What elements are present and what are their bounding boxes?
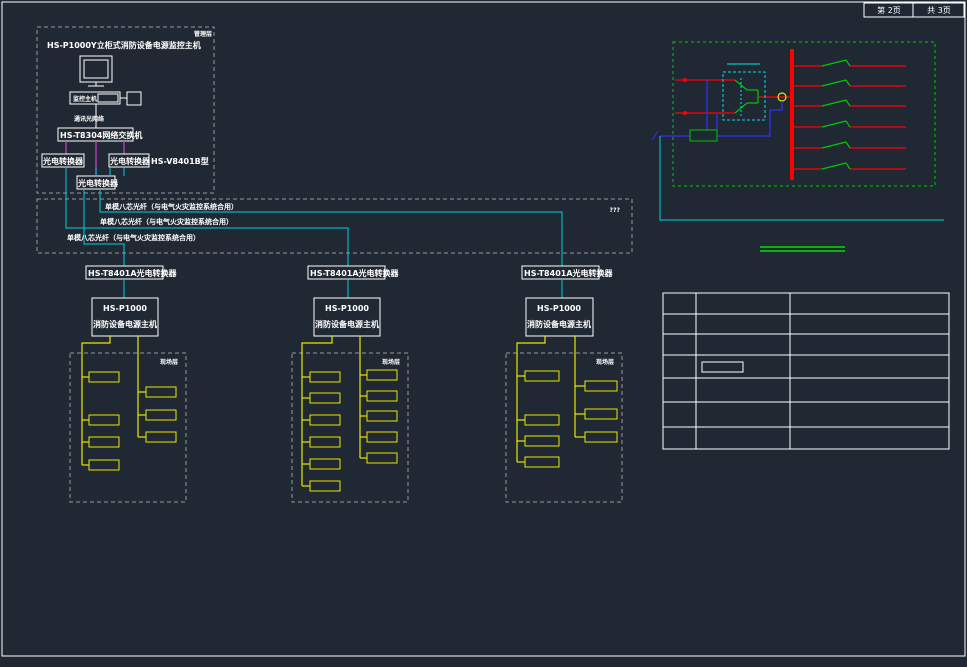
fiber-label-2: 单模八芯光纤（与电气火灾监控系统合用）	[100, 217, 233, 226]
field-device	[309, 458, 341, 470]
field-device	[309, 392, 341, 404]
subsystem-2-field-devices	[309, 369, 398, 492]
supply-terminal	[683, 111, 687, 115]
subsystem-1-field-box	[69, 352, 187, 503]
power-detail-box	[672, 41, 936, 187]
field-device	[309, 371, 341, 383]
supply-terminal	[683, 78, 687, 82]
power-distribution-detail	[651, 41, 944, 221]
page-current: 第 2页	[877, 5, 901, 15]
converter-right-model: HS-V8401B型	[151, 156, 209, 166]
converter-right-box	[108, 153, 150, 168]
field-device	[309, 436, 341, 448]
feeder-breakers	[821, 59, 851, 170]
management-layer-box	[36, 26, 215, 194]
network-switch-label: HS-T8304网络交换机	[60, 130, 142, 140]
subsystem-1-host-line1: HS-P1000	[103, 304, 147, 313]
management-host-title: HS-P1000Y立柜式消防设备电源监控主机	[47, 40, 201, 50]
monitor-icon	[79, 55, 113, 87]
subsystem-2: HS-T8401A光电转换器 HS-P1000 消防设备电源主机 现场层	[291, 265, 409, 503]
subsystem-3-host-box	[525, 297, 594, 337]
field-device	[366, 369, 398, 381]
keyboard-label: 监控主机	[73, 95, 97, 103]
management-layer: 管理层 HS-P1000Y立柜式消防设备电源监控主机 监控主机 通讯光网络 HS…	[36, 26, 215, 194]
printer-icon	[126, 91, 142, 106]
subsystem-3-converter-box	[521, 265, 600, 280]
incoming-supplies	[675, 79, 792, 114]
signal-out-line	[659, 136, 944, 221]
subsystem-1-host-line2: 消防设备电源主机	[93, 319, 157, 329]
field-device	[88, 459, 120, 471]
subsystem-2-field-wires	[301, 336, 367, 487]
field-device	[145, 386, 177, 398]
field-device	[366, 431, 398, 443]
fiber-label-1: 单模八芯光纤（与电气火灾监控系统合用）	[105, 202, 238, 211]
subsystem-3-host-line2: 消防设备电源主机	[527, 319, 591, 329]
legend-table-frame	[662, 292, 950, 450]
subsystem-3-converter-label: HS-T8401A光电转换器	[524, 268, 614, 278]
subsystem-2-host-box	[313, 297, 381, 337]
transit-layer-box	[36, 198, 633, 254]
field-device	[88, 436, 120, 448]
subsystem-1: HS-T8401A光电转换器 HS-P1000 消防设备电源主机 现场层	[69, 265, 187, 503]
subsystem-3-host-line1: HS-P1000	[537, 304, 581, 313]
field-device	[145, 409, 177, 421]
field-device	[584, 408, 618, 420]
field-device	[88, 371, 120, 383]
field-device	[309, 414, 341, 426]
ats-box	[722, 71, 766, 121]
subsystem-2-host-line1: HS-P1000	[325, 304, 369, 313]
field-device	[524, 435, 560, 447]
subsystem-3: HS-T8401A光电转换器 HS-P1000 消防设备电源主机 现场层	[505, 265, 623, 503]
field-device	[366, 452, 398, 464]
green-divider	[760, 246, 845, 252]
subsystem-1-field-wires	[81, 336, 146, 466]
control-module-box	[689, 129, 718, 142]
subsystem-1-converter-label: HS-T8401A光电转换器	[88, 268, 178, 278]
page-indicator: 第 2页 共 3页	[863, 2, 965, 18]
fiber-label-3: 单模八芯光纤（与电气火灾监控系统合用）	[67, 233, 200, 242]
outgoing-feeders	[792, 65, 906, 170]
field-device	[584, 431, 618, 443]
field-device	[366, 390, 398, 402]
field-device	[309, 480, 341, 492]
converter-right-label: 光电转换器	[109, 156, 151, 166]
field-device	[145, 431, 177, 443]
subsystem-3-field-wires	[516, 336, 585, 463]
subsystem-3-field-box	[505, 352, 623, 503]
subsystem-1-host-box	[91, 297, 159, 337]
subsystem-2-field-box	[291, 352, 409, 503]
subsystem-1-field-label: 现场层	[160, 358, 178, 366]
subsystem-2-converter-label: HS-T8401A光电转换器	[310, 268, 400, 278]
field-device	[584, 380, 618, 392]
network-label: 通讯光网络	[74, 115, 104, 123]
field-device	[524, 456, 560, 468]
subsystem-2-field-label: 现场层	[382, 358, 400, 366]
field-device	[524, 414, 560, 426]
legend-symbol-box	[701, 361, 744, 373]
converter-bottom-label: 光电转换器	[77, 178, 119, 188]
subsystem-2-converter-box	[307, 265, 386, 280]
legend-table	[662, 292, 950, 450]
control-lines	[660, 80, 783, 137]
field-device	[88, 414, 120, 426]
management-layer-label: 管理层	[194, 30, 212, 38]
converter-left-label: 光电转换器	[42, 156, 84, 166]
page-total: 共 3页	[927, 6, 951, 15]
converter-left-box	[41, 153, 85, 168]
page-indicator-box	[863, 2, 965, 18]
field-device	[524, 370, 560, 382]
subsystem-1-field-devices	[88, 371, 177, 471]
transit-mark: ???	[610, 207, 621, 214]
signal-tick	[651, 130, 659, 141]
subsystem-2-host-line2: 消防设备电源主机	[315, 319, 379, 329]
ats-contacts	[734, 79, 759, 114]
field-device	[366, 410, 398, 422]
transit-layer: ??? 单模八芯光纤（与电气火灾监控系统合用） 单模八芯光纤（与电气火灾监控系统…	[36, 167, 633, 266]
subsystem-3-field-devices	[524, 370, 618, 468]
subsystem-3-field-label: 现场层	[596, 358, 614, 366]
fiber-runs	[65, 167, 563, 266]
